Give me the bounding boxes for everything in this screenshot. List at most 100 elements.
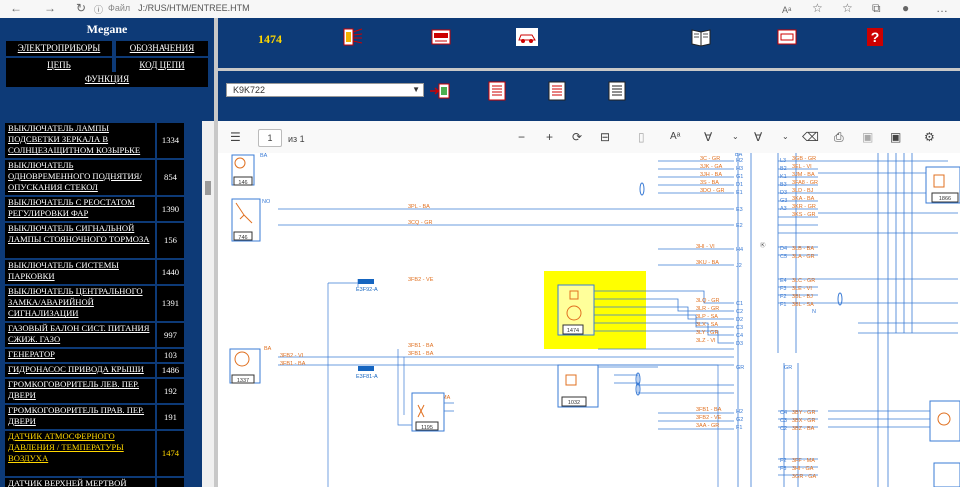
list-item[interactable]: ВЫКЛЮЧАТЕЛЬ С РЕОСТАТОМ РЕГУЛИРОВКИ ФАР bbox=[5, 197, 155, 221]
page-view-icon[interactable]: ▯ bbox=[638, 130, 645, 144]
list-item-number[interactable]: 1390 bbox=[157, 197, 184, 221]
engine-select[interactable]: K9K722 ▼ bbox=[226, 83, 424, 97]
back-icon[interactable]: ← bbox=[10, 1, 22, 15]
list-item-number[interactable]: 1440 bbox=[157, 260, 184, 284]
favorite-star-icon[interactable]: ☆ bbox=[812, 1, 823, 15]
print-icon[interactable] bbox=[776, 26, 798, 48]
chevron-down-icon[interactable]: ⌄ bbox=[782, 132, 789, 141]
fuse-box-icon[interactable] bbox=[430, 26, 452, 48]
list-item-number[interactable]: 997 bbox=[157, 323, 184, 347]
component-1032-label: 1032 bbox=[568, 400, 580, 406]
svg-text:E1: E1 bbox=[736, 190, 743, 196]
read-aloud-icon[interactable]: Aᵃ bbox=[670, 131, 681, 142]
injector-icon bbox=[417, 404, 425, 418]
chevron-down-icon[interactable]: ⌄ bbox=[732, 132, 739, 141]
list-item-number[interactable]: 1474 bbox=[157, 431, 184, 476]
list-item[interactable]: ВЫКЛЮЧАТЕЛЬ ЦЕНТРАЛЬНОГО ЗАМКА/АВАРИЙНОЙ… bbox=[5, 286, 155, 321]
list-item[interactable]: ВЫКЛЮЧАТЕЛЬ ОДНОВРЕМЕННОГО ПОДНЯТИЯ/ ОПУ… bbox=[5, 160, 155, 195]
refresh-icon[interactable]: ↻ bbox=[76, 1, 87, 15]
info-icon[interactable]: ⓘ bbox=[94, 5, 104, 15]
list-item-number[interactable]: 103 bbox=[157, 349, 184, 362]
list-item-number[interactable]: 854 bbox=[157, 160, 184, 195]
svg-text:3BX - GR: 3BX - GR bbox=[792, 418, 816, 424]
save-as-icon[interactable]: ▣ bbox=[890, 130, 902, 144]
gauge-icon bbox=[566, 305, 582, 321]
wiring-icon[interactable] bbox=[342, 26, 364, 48]
svg-text:3JK - GA: 3JK - GA bbox=[700, 164, 723, 170]
svg-text:3C - GR: 3C - GR bbox=[700, 156, 720, 162]
designations-button[interactable]: ОБОЗНАЧЕНИЯ bbox=[116, 41, 208, 56]
svg-text:H4: H4 bbox=[736, 247, 743, 253]
print-icon[interactable]: ⎙ bbox=[834, 130, 844, 144]
list-item-number[interactable]: 191 bbox=[157, 405, 184, 429]
eraser-icon[interactable]: ⌫ bbox=[802, 130, 819, 144]
forward-icon[interactable]: → bbox=[44, 1, 56, 15]
list-item[interactable]: ГЕНЕРАТОР bbox=[5, 349, 155, 362]
circuit-code-button[interactable]: КОД ЦЕПИ bbox=[116, 58, 208, 73]
svg-text:D3: D3 bbox=[736, 341, 743, 347]
component-partial[interactable] bbox=[929, 400, 960, 442]
circuit-button[interactable]: ЦЕПЬ bbox=[6, 58, 112, 73]
diagram-doc-icon[interactable] bbox=[486, 80, 508, 102]
list-scrollbar[interactable] bbox=[202, 121, 214, 487]
connector-e3f81[interactable] bbox=[358, 366, 374, 371]
component-partial[interactable] bbox=[933, 462, 960, 487]
svg-text:3FA8 - GR: 3FA8 - GR bbox=[792, 180, 818, 186]
svg-text:3FF - MA: 3FF - MA bbox=[792, 458, 815, 464]
frame-divider-vertical[interactable] bbox=[214, 18, 218, 487]
list-item[interactable]: ДАТЧИК ВЕРХНЕЙ МЕРТВОЙ bbox=[5, 478, 155, 487]
buses bbox=[737, 153, 913, 487]
function-button[interactable]: ФУНКЦИЯ bbox=[6, 72, 208, 87]
save-icon[interactable]: ▣ bbox=[862, 130, 874, 144]
zoom-in-icon[interactable]: + bbox=[546, 130, 554, 144]
svg-text:3FB1 - BA: 3FB1 - BA bbox=[280, 361, 306, 367]
svg-text:3LX - SA: 3LX - SA bbox=[696, 322, 718, 328]
list-item-number[interactable]: 1486 bbox=[157, 364, 184, 377]
svg-text:BA: BA bbox=[735, 153, 743, 158]
highlight-icon[interactable]: ∀ bbox=[754, 130, 763, 144]
svg-text:BA: BA bbox=[264, 346, 272, 352]
profile-avatar[interactable]: ● bbox=[902, 1, 910, 15]
list-item[interactable]: ВЫКЛЮЧАТЕЛЬ СИГНАЛЬНОЙ ЛАМПЫ СТОЯНОЧНОГО… bbox=[5, 223, 155, 258]
list-item-number[interactable]: 156 bbox=[157, 223, 184, 258]
wiring-diagram[interactable]: 1474 bbox=[218, 153, 960, 487]
page-number-input[interactable]: 1 bbox=[258, 129, 282, 147]
connector-e3f92[interactable] bbox=[358, 279, 374, 284]
help-icon[interactable]: ? bbox=[864, 26, 886, 48]
parts-doc-icon[interactable] bbox=[606, 80, 628, 102]
svg-text:3BY - GR: 3BY - GR bbox=[792, 410, 815, 416]
list-item[interactable]: ГИДРОНАСОС ПРИВОДА КРЫШИ bbox=[5, 364, 155, 377]
list-item[interactable]: ГРОМКОГОВОРИТЕЛЬ ПРАВ. ПЕР. ДВЕРИ bbox=[5, 405, 155, 429]
settings-gear-icon[interactable]: ⚙ bbox=[924, 130, 935, 144]
list-item[interactable]: ГРОМКОГОВОРИТЕЛЬ ЛЕВ. ПЕР. ДВЕРИ bbox=[5, 379, 155, 403]
read-aloud-icon[interactable]: Aᵃ bbox=[782, 5, 792, 15]
zoom-out-icon[interactable]: − bbox=[518, 130, 526, 144]
book-icon[interactable] bbox=[690, 26, 712, 48]
list-item-selected[interactable]: ДАТЧИК АТМОСФЕРНОГО ДАВЛЕНИЯ / ТЕМПЕРАТУ… bbox=[5, 431, 155, 476]
list-item-number[interactable]: 1391 bbox=[157, 286, 184, 321]
frame-divider-horizontal[interactable] bbox=[218, 68, 960, 71]
list-item-number[interactable]: 192 bbox=[157, 379, 184, 403]
more-menu-icon[interactable]: … bbox=[936, 1, 948, 15]
draw-icon[interactable]: ∀ bbox=[704, 130, 713, 144]
list-item[interactable]: ГАЗОВЫЙ БАЛОН СИСТ. ПИТАНИЯ СЖИЖ. ГАЗО bbox=[5, 323, 155, 347]
scrollbar-thumb[interactable] bbox=[205, 181, 211, 195]
go-arrow-icon[interactable] bbox=[428, 80, 450, 102]
favorites-icon[interactable]: ☆ bbox=[842, 1, 853, 15]
list-item-number[interactable] bbox=[157, 478, 184, 487]
pdf-toolbar: ☰ 1 из 1 − + ⟳ ⊟ ▯ Aᵃ ∀ ⌄ ∀ ⌄ ⌫ ⎙ ▣ ▣ ⚙ bbox=[218, 121, 960, 154]
svg-text:3AA - GR: 3AA - GR bbox=[696, 423, 719, 429]
collections-icon[interactable]: ⧉ bbox=[872, 1, 881, 15]
connector-e3f81-label: E3F81-A bbox=[356, 374, 378, 380]
electrical-devices-button[interactable]: ЭЛЕКТРОПРИБОРЫ bbox=[6, 41, 112, 56]
list-doc-icon[interactable] bbox=[546, 80, 568, 102]
svg-text:3LQ - GR: 3LQ - GR bbox=[696, 298, 720, 304]
list-item-number[interactable]: 1334 bbox=[157, 123, 184, 158]
car-icon[interactable] bbox=[516, 26, 538, 48]
rotate-icon[interactable]: ⟳ bbox=[572, 130, 583, 144]
list-item[interactable]: ВЫКЛЮЧАТЕЛЬ ЛАМПЫ ПОДСВЕТКИ ЗЕРКАЛА В СО… bbox=[5, 123, 155, 158]
fit-page-icon[interactable]: ⊟ bbox=[600, 130, 611, 144]
list-item[interactable]: ВЫКЛЮЧАТЕЛЬ СИСТЕМЫ ПАРКОВКИ bbox=[5, 260, 155, 284]
contents-icon[interactable]: ☰ bbox=[230, 130, 241, 144]
